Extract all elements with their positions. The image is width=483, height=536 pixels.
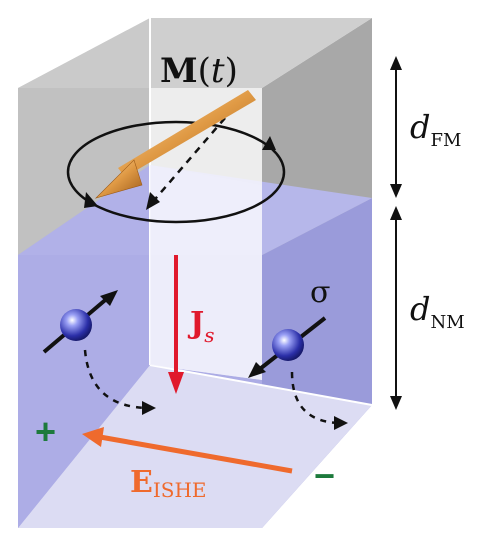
electric-field-label: EISHE (130, 465, 207, 502)
minus-sign: − (314, 455, 335, 496)
deflection-arrow-right (290, 371, 341, 425)
orbit-direction-arrow-left (84, 192, 98, 208)
spin-label: σ (310, 275, 330, 310)
nm-thickness-arrow (390, 206, 402, 410)
fm-thickness-arrow (390, 56, 402, 198)
projection-dashed-arrow (149, 117, 226, 206)
orbit-direction-arrow-right (262, 136, 276, 150)
magnetization-label: M(t) (160, 51, 238, 91)
nm-thickness-label: dNM (410, 290, 465, 333)
plus-sign: + (35, 411, 56, 452)
spin-right (248, 316, 327, 378)
electric-field-arrow (99, 434, 293, 474)
spin-current-label: Js (187, 306, 214, 347)
deflection-arrow-left (83, 349, 151, 410)
precession-orbit (66, 120, 286, 224)
magnetization-vector (94, 90, 256, 199)
spin-left (42, 290, 118, 354)
fm-thickness-label: dFM (410, 108, 461, 151)
